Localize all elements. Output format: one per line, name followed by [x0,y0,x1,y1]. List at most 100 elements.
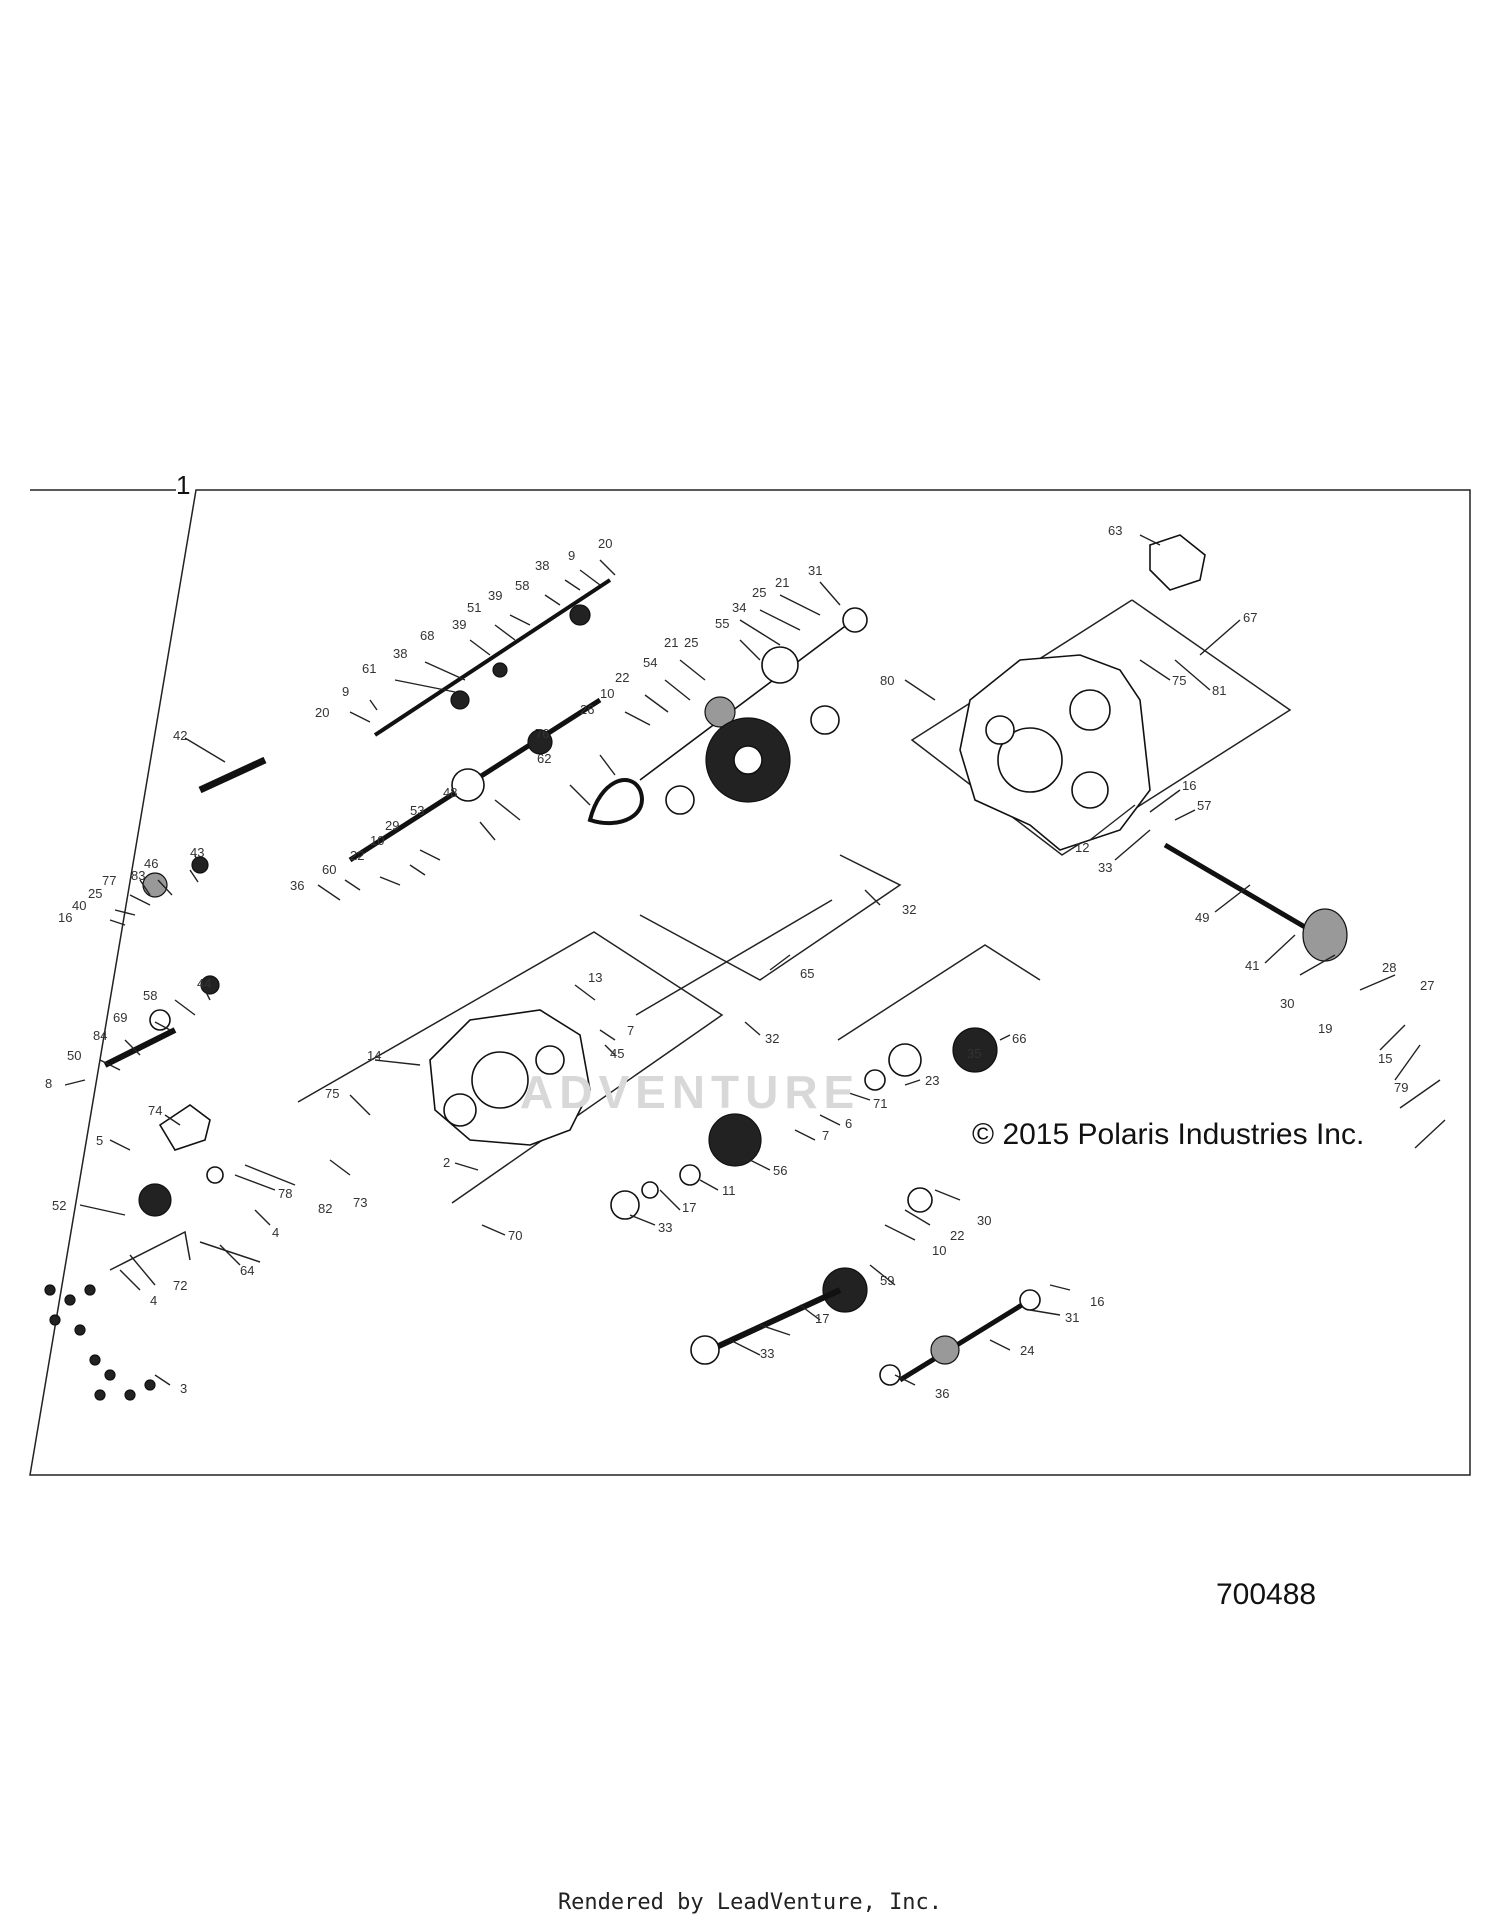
callout-label: 75 [1172,673,1186,688]
callout-label: 51 [467,600,481,615]
callout-label: 36 [935,1386,949,1401]
callout-label: 20 [315,705,329,720]
callout-label: 66 [1012,1031,1026,1046]
callout-label: 60 [322,862,336,877]
callout-label: 71 [873,1096,887,1111]
callout-label: 38 [535,558,549,573]
callout-label: 16 [58,910,72,925]
callout-label: 75 [325,1086,339,1101]
callout-label: 14 [367,1048,381,1063]
bracket-74-part [158,1104,211,1151]
callout-label: 10 [600,686,614,701]
callout-label: 54 [643,655,657,670]
callout-label: 38 [393,646,407,661]
callout-label: 53 [410,803,424,818]
callout-label: 83 [131,868,145,883]
callout-label: 33 [658,1220,672,1235]
callout-label: 68 [420,628,434,643]
callout-label: 25 [88,886,102,901]
callout-label: 11 [722,1183,736,1198]
callout-label: 42 [173,728,187,743]
callout-label: 17 [815,1311,829,1326]
callout-label: 23 [925,1073,939,1088]
rear-case-part [959,654,1151,851]
shift-drum-42-part [198,756,267,794]
front-case-part [429,1009,591,1146]
callout-label: 74 [148,1103,162,1118]
callout-label: 50 [67,1048,81,1063]
callout-label: 52 [52,1198,66,1213]
callout-label: 31 [1065,1310,1079,1325]
callout-label: 79 [1394,1080,1408,1095]
callout-label: 82 [318,1201,332,1216]
callout-label: 43 [190,845,204,860]
callout-label: 55 [715,616,729,631]
output-shaft-49-part [1163,842,1348,962]
callout-label: 7 [822,1128,829,1143]
callout-label: 28 [1382,960,1396,975]
shift-parts-left-part [103,856,224,1217]
copyright-notice: © 2015 Polaris Industries Inc. [972,1118,1365,1151]
callout-label: 40 [72,898,86,913]
gear-59-part [690,1187,933,1365]
callout-label: 16 [1090,1294,1104,1309]
callout-label: 20 [598,536,612,551]
callout-label: 32 [902,902,916,917]
callout-label: 48 [443,785,457,800]
callout-label: 13 [588,970,602,985]
callout-label: 35 [967,1046,981,1061]
callout-label: 15 [1378,1051,1392,1066]
callout-label: 84 [93,1028,107,1043]
callout-label: 22 [350,848,364,863]
callout-label: 26 [580,702,594,717]
gear-65-part [665,705,840,815]
callout-label: 32 [765,1031,779,1046]
callout-label: 72 [173,1278,187,1293]
callout-label: 41 [1245,958,1259,973]
callout-label: 56 [773,1163,787,1178]
callout-label: 61 [362,661,376,676]
shaft-21-34-part [639,607,868,781]
callout-label: 34 [732,600,746,615]
callout-label: 64 [240,1263,254,1278]
callout-label: 46 [144,856,158,871]
footer-credit: Rendered by LeadVenture, Inc. [557,1890,943,1915]
callout-label: 22 [615,670,629,685]
callout-label: 4 [272,1225,279,1240]
callout-label: 31 [808,563,822,578]
callout-label: 58 [515,578,529,593]
callout-label: 22 [950,1228,964,1243]
watermark: ADVENTURE [520,1066,861,1118]
callout-label: 21 [664,635,678,650]
callout-label: 33 [760,1346,774,1361]
callout-label: 10 [932,1243,946,1258]
callout-label: 3 [180,1381,187,1396]
callout-label: 12 [1075,840,1089,855]
callout-label: 21 [775,575,789,590]
callout-label: 30 [1280,996,1294,1011]
shaft-24-part [879,1289,1041,1386]
callout-label: 59 [880,1273,894,1288]
callout-label: 76 [535,726,549,741]
drive-chain-76-part [587,778,644,826]
callout-label: 73 [353,1195,367,1210]
callout-label: 80 [880,673,894,688]
callout-label: 58 [143,988,157,1003]
callout-label: 39 [488,588,502,603]
callout-label: 25 [752,585,766,600]
callout-label: 29 [385,818,399,833]
leader-lines [64,534,1446,1386]
callout-label: 67 [1243,610,1257,625]
callout-label: 4 [150,1293,157,1308]
assembly-frame [29,489,1471,1476]
callout-label: 62 [537,751,551,766]
shaft-48-part [348,697,602,863]
callout-label: 33 [1098,860,1112,875]
callout-label: 16 [1182,778,1196,793]
callout-label: 17 [682,1200,696,1215]
gear-66-part [864,1027,998,1091]
callout-label: 77 [102,873,116,888]
callout-label: 27 [1420,978,1434,993]
callout-label: 19 [1318,1021,1332,1036]
